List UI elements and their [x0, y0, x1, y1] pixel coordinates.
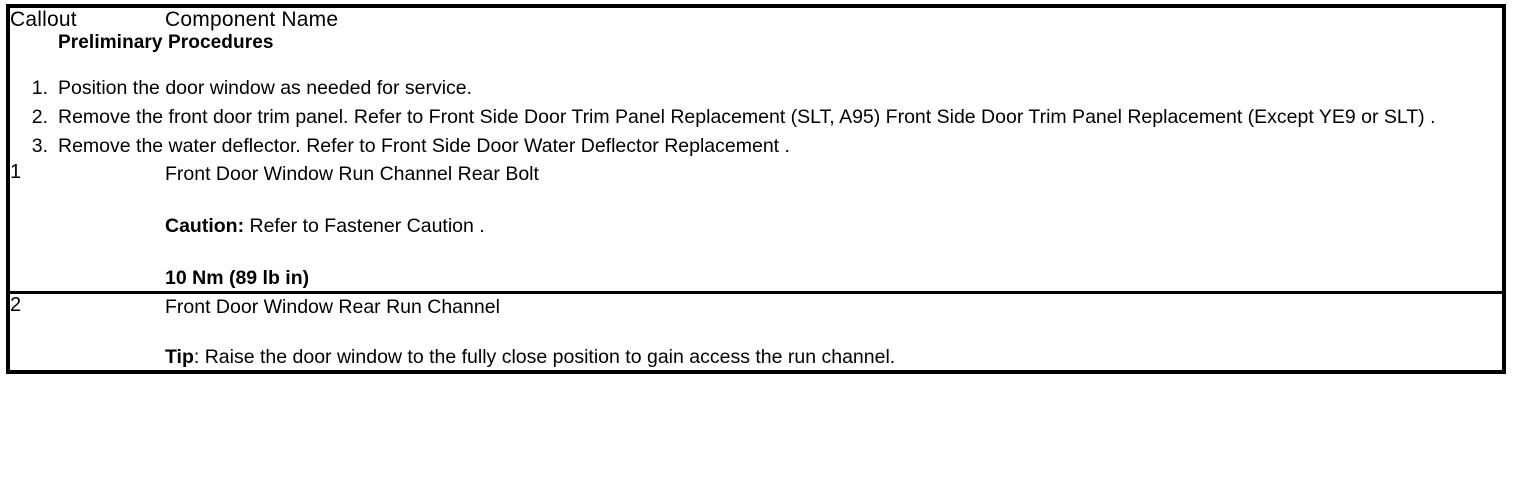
caution-label: Caution: — [165, 215, 245, 237]
component-name: Front Door Window Rear Run Channel — [165, 296, 500, 318]
callout-number: 2 — [10, 294, 22, 316]
table-row: 1 Front Door Window Run Channel Rear Bol… — [8, 161, 1504, 294]
table-row: 2 Front Door Window Rear Run Channel Tip… — [8, 293, 1504, 373]
tip-text: : Raise the door window to the fully clo… — [193, 346, 896, 368]
step-text: Remove the front door trim panel. Refer … — [58, 106, 1436, 128]
torque-specification: 10 Nm (89 lb in) — [165, 267, 310, 289]
step-text: Remove the water deflector. Refer to Fro… — [58, 135, 790, 157]
tip-label: Tip — [165, 346, 194, 368]
list-item: 2. Remove the front door trim panel. Refe… — [10, 103, 1502, 131]
table-header-row: Callout Component Name — [8, 6, 1504, 32]
caution-note: Caution: Refer to Fastener Caution . — [165, 213, 1502, 239]
component-description-cell: Front Door Window Run Channel Rear Bolt … — [165, 161, 1504, 294]
column-header-callout: Callout — [10, 8, 77, 31]
step-number: 3. — [31, 135, 48, 157]
step-number: 1. — [31, 77, 48, 99]
column-header-component-name: Component Name — [165, 8, 339, 31]
service-procedure-table: Callout Component Name Preliminary Proce… — [6, 4, 1506, 374]
preliminary-procedures-cell: Preliminary Procedures 1. Position the do… — [8, 32, 1504, 161]
list-item: 1. Position the door window as needed for… — [10, 74, 1502, 102]
preliminary-procedures-title: Preliminary Procedures — [58, 32, 274, 53]
tip-note: Tip: Raise the door window to the fully … — [165, 344, 1502, 370]
preliminary-steps-list: 1. Position the door window as needed for… — [10, 74, 1502, 160]
preliminary-procedures-row: Preliminary Procedures 1. Position the do… — [8, 32, 1504, 161]
component-description-cell: Front Door Window Rear Run Channel Tip: … — [165, 293, 1504, 373]
component-name: Front Door Window Run Channel Rear Bolt — [165, 163, 539, 185]
caution-text: Refer to Fastener Caution . — [244, 215, 485, 237]
step-text: Position the door window as needed for s… — [58, 77, 473, 99]
list-item: 3. Remove the water deflector. Refer to F… — [10, 132, 1502, 160]
step-number: 2. — [31, 106, 48, 128]
callout-number: 1 — [8, 161, 165, 294]
